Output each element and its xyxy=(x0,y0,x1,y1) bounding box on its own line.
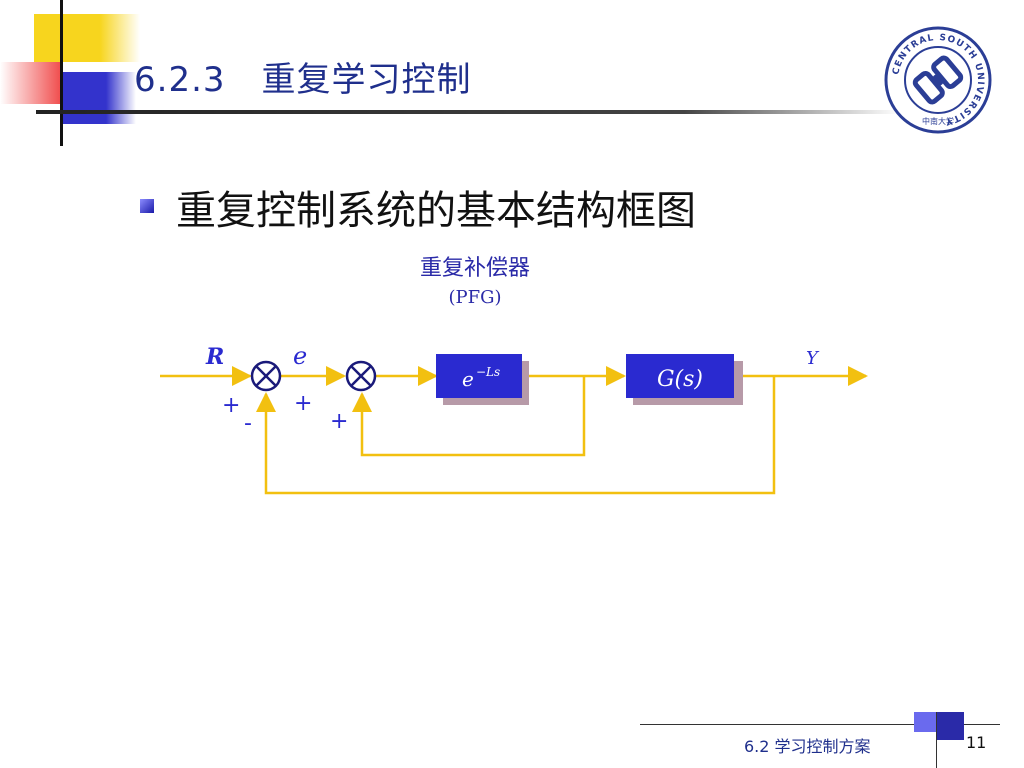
slide-title: 6.2.3 重复学习控制 xyxy=(134,52,472,101)
footer-deco-square-dark xyxy=(936,712,964,740)
university-logo-icon: CENTRAL SOUTH UNIVERSITY 中南大学 xyxy=(884,26,992,134)
header-deco-yellow-fade xyxy=(100,14,140,62)
delay-block-exponent: −Ls xyxy=(476,365,500,379)
compensator-abbr: (PFG) xyxy=(448,287,502,308)
header-deco-blue-fade xyxy=(106,72,136,124)
title-number: 6.2.3 xyxy=(134,60,226,100)
delay-block-base: e xyxy=(462,367,474,391)
header-deco-blue xyxy=(62,72,106,124)
sum1-sign-minus: - xyxy=(244,411,252,436)
header-deco-vline xyxy=(60,0,63,146)
header-deco-yellow xyxy=(34,14,100,62)
header-rule xyxy=(36,110,900,114)
delay-block: e −Ls xyxy=(436,354,529,405)
footer-deco-square-light xyxy=(914,712,936,732)
sum2-sign-plus-bottom: + xyxy=(330,409,348,434)
footer-divider xyxy=(936,712,937,768)
summing-junction-2 xyxy=(345,360,377,392)
logo-bottom-text: 中南大学 xyxy=(922,116,954,126)
bullet-text: 重复控制系统的基本结构框图 xyxy=(176,188,696,234)
plant-block: G(s) xyxy=(626,354,743,405)
signal-inner-feedback xyxy=(352,376,586,457)
signal-outer-feedback xyxy=(256,376,776,495)
footer-section: 6.2 学习控制方案 xyxy=(744,737,871,756)
page-number: 11 xyxy=(966,733,987,752)
sum1-sign-plus: + xyxy=(222,393,240,418)
plant-block-label: G(s) xyxy=(657,367,703,392)
header-deco-red xyxy=(0,62,62,104)
summing-junction-1 xyxy=(250,360,282,392)
error-label: e xyxy=(293,342,307,370)
bullet-marker xyxy=(140,199,154,213)
output-label: Y xyxy=(806,348,820,369)
title-text: 重复学习控制 xyxy=(261,60,472,100)
compensator-name: 重复补偿器 xyxy=(419,256,530,281)
sum2-sign-plus-left: + xyxy=(294,391,312,416)
input-label: R xyxy=(205,344,224,370)
footer-rule xyxy=(640,724,1000,725)
